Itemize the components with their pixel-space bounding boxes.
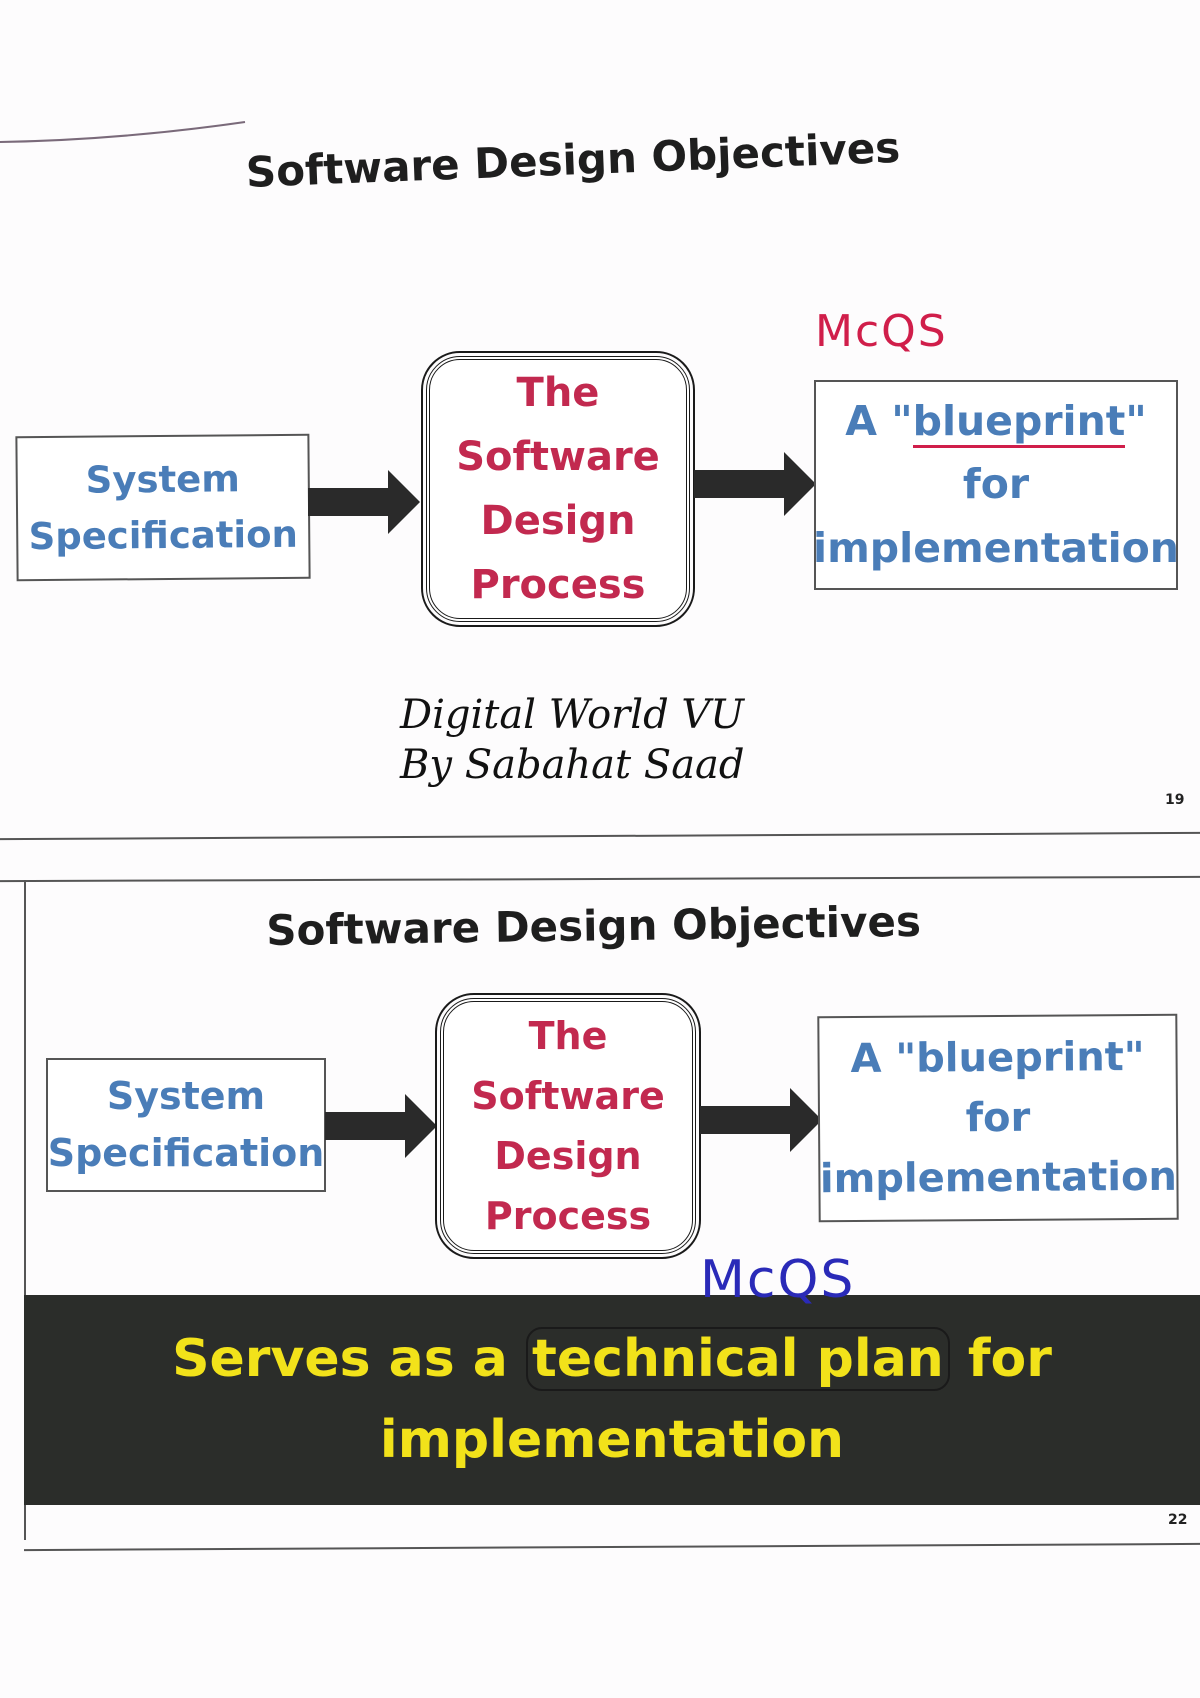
box-line: for [962, 460, 1030, 509]
note-line: Digital World VU [400, 692, 745, 738]
box-line: A "blueprint" [845, 390, 1147, 454]
box-line: implementation [813, 523, 1179, 572]
note-line: By Sabahat Saad [400, 742, 745, 788]
process-line: Design [494, 1134, 642, 1178]
process-line: Process [484, 1194, 652, 1239]
banner-line: Serves as a technical plan for [172, 1327, 1052, 1392]
box-line: Specification [28, 512, 299, 558]
system-specification-box: System Specification [46, 1058, 326, 1192]
circled-phrase: technical plan [526, 1327, 950, 1392]
process-line: Design [480, 498, 636, 544]
box-line: for [965, 1094, 1031, 1142]
process-line: Software [456, 434, 660, 480]
box-line: Specification [47, 1131, 325, 1175]
top-paper-edge [0, 121, 246, 143]
slide-divider [0, 831, 1200, 841]
summary-banner: Serves as a technical plan for implement… [24, 1295, 1200, 1505]
mcqs-annotation: McQS [700, 1250, 855, 1310]
mcqs-annotation: McQS [815, 306, 948, 357]
page-number: 22 [1168, 1512, 1188, 1528]
mcqs-text: McQS [700, 1250, 856, 1310]
handwritten-note: Digital World VU By Sabahat Saad [400, 690, 745, 790]
design-process-box: The Software Design Process [421, 351, 695, 627]
process-line: Software [471, 1073, 665, 1118]
blueprint-box: A "blueprint" for implementation [817, 1013, 1179, 1223]
process-line: The [516, 370, 600, 416]
slide-left-border [24, 880, 26, 1540]
box-line: System [106, 1074, 266, 1118]
page-number: 19 [1165, 792, 1185, 808]
process-line: The [528, 1013, 608, 1058]
arrow-right-icon [694, 452, 816, 516]
arrow-right-icon [700, 1088, 822, 1152]
mcqs-text: McQS [815, 306, 948, 357]
box-line: A "blueprint" [850, 1033, 1145, 1083]
design-process-box: The Software Design Process [435, 993, 701, 1259]
arrow-right-icon [325, 1094, 437, 1158]
box-line: System [85, 457, 241, 502]
slide-title: Software Design Objectives [245, 122, 902, 197]
blueprint-underlined: blueprint [912, 396, 1126, 448]
banner-line: implementation [379, 1410, 845, 1470]
system-specification-box: System Specification [15, 433, 311, 582]
box-line: implementation [819, 1153, 1178, 1203]
blueprint-box: A "blueprint" for implementation [813, 380, 1179, 590]
slide-divider [0, 875, 1200, 883]
arrow-right-icon [308, 470, 420, 534]
slide-divider [24, 1542, 1200, 1552]
slide-title: Software Design Objectives [266, 896, 922, 955]
process-line: Process [470, 562, 646, 608]
